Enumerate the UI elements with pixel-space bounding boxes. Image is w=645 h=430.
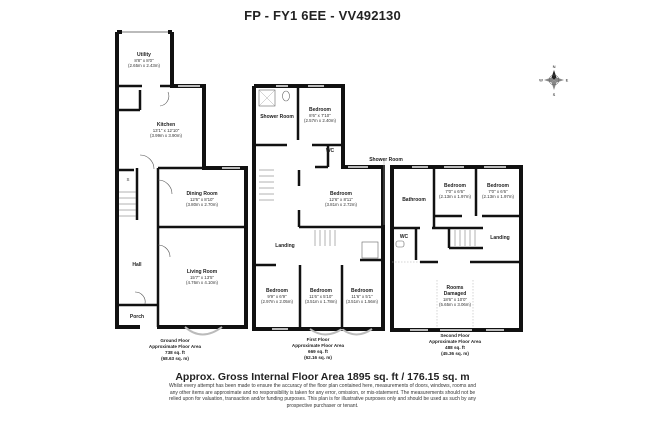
shower-icon	[361, 241, 379, 259]
room-dim: 7'0" x 6'6"	[488, 189, 508, 194]
compass-e: E	[566, 78, 569, 83]
floor-area-sqm: (45.36 sq. m)	[441, 351, 469, 356]
floor-label: First Floor	[307, 337, 330, 342]
room-dim: (2.13m x 1.97m)	[482, 194, 515, 199]
room-dim: 8'8" x 8'0"	[134, 58, 154, 63]
room-label-bedroom: Bedroom	[444, 183, 467, 189]
page-title: FP - FY1 6EE - VV492130	[244, 8, 401, 23]
room-dim: (2.13m x 1.97m)	[439, 194, 472, 199]
room-dim: 11'6" x 5'1"	[351, 294, 373, 299]
room-label-rooms-damaged: Rooms	[447, 285, 464, 291]
compass-n: N	[553, 64, 556, 69]
room-label-bedroom: Bedroom	[330, 191, 353, 197]
room-dim: (2.97m x 2.05m)	[261, 299, 294, 304]
room-label-bedroom: Bedroom	[310, 288, 333, 294]
room-label-bedroom: Bedroom	[309, 107, 332, 113]
room-dim: 7'0" x 6'6"	[445, 189, 465, 194]
total-floor-area: Approx. Gross Internal Floor Area 1895 s…	[175, 371, 470, 383]
room-label-hall: Hall	[132, 262, 142, 268]
floor-area-sqft: 488 sq. ft	[445, 345, 465, 350]
room-dim: (3.81m x 2.72m)	[325, 202, 358, 207]
room-label-wc: WC	[326, 148, 335, 154]
room-label-bedroom: Bedroom	[351, 288, 374, 294]
first-outer-wall	[252, 84, 385, 331]
floor-area-label: Approximate Floor Area	[429, 339, 482, 344]
floor-area-sqft: 669 sq. ft	[308, 349, 328, 354]
room-dim: (3.99m x 3.90m)	[150, 133, 183, 138]
room-label-utility: Utility	[137, 52, 151, 58]
room-dim: (3.51m x 1.56m)	[346, 299, 379, 304]
room-dim: 11'6" x 5'10"	[309, 294, 333, 299]
stairs-icon	[454, 230, 476, 246]
room-dim: 8'6" x 7'10"	[309, 113, 331, 118]
toilet-icon	[395, 240, 405, 248]
room-label-bathroom: Bathroom	[402, 197, 426, 203]
room-label-kitchen: Kitchen	[157, 122, 175, 128]
room-label-landing: Landing	[275, 243, 294, 249]
compass-s: S	[553, 92, 556, 97]
compass-icon: N S E W	[539, 64, 569, 97]
room-dim: 18'6" x 10'0"	[443, 297, 468, 302]
room-dim: (2.65m x 2.43m)	[128, 63, 161, 68]
ground-outer-wall-left	[115, 32, 140, 329]
room-label-shower-room-callout: Shower Room	[369, 157, 403, 163]
room-dim: (3.51m x 1.78m)	[305, 299, 338, 304]
room-label-porch: Porch	[130, 314, 144, 320]
shower-icon	[258, 89, 276, 107]
room-label-bedroom: Bedroom	[266, 288, 289, 294]
ground-floor-plan: Utility 8'8" x 8'0" (2.65m x 2.43m) Kitc…	[115, 30, 248, 361]
stairs-icon	[259, 169, 336, 246]
room-label-landing: Landing	[490, 235, 509, 241]
room-label-bedroom: Bedroom	[487, 183, 510, 189]
floor-label: Ground Floor	[160, 338, 190, 343]
floor-area-label: Approximate Floor Area	[292, 343, 345, 348]
floor-area-sqft: 738 sq. ft	[165, 350, 185, 355]
floor-area-sqm: (68.63 sq. m)	[161, 356, 189, 361]
room-label-store: S	[127, 177, 130, 182]
floor-area-label: Approximate Floor Area	[149, 344, 202, 349]
disclaimer: Whilst every attempt has been made to en…	[168, 383, 477, 410]
compass-w: W	[539, 78, 543, 83]
floor-label: Second Floor	[440, 333, 470, 338]
room-label-living-room: Living Room	[187, 269, 218, 275]
room-dim: (3.80m x 2.70m)	[186, 202, 219, 207]
room-dim: 12'6" x 8'11"	[329, 197, 353, 202]
room-dim: 15'7" x 13'5"	[190, 275, 215, 280]
toilet-icon	[282, 90, 290, 102]
floor-area-sqm: (62.16 sq. m)	[304, 355, 332, 360]
room-dim: 13'1" x 12'10"	[153, 128, 180, 133]
stairs-icon	[119, 191, 136, 217]
room-dim: (4.76m x 4.10m)	[186, 280, 219, 285]
bay-window	[184, 326, 223, 336]
room-label-shower-room: Shower Room	[260, 114, 294, 120]
room-label-dining-room: Dining Room	[186, 191, 218, 197]
room-dim: 12'6" x 8'10"	[190, 197, 215, 202]
first-floor-plan: Shower Room Bedroom 8'6" x 7'10" (2.57m …	[252, 84, 403, 360]
room-dim: 9'9" x 6'9"	[267, 294, 287, 299]
room-label-wc: WC	[400, 234, 409, 240]
room-dim: (5.65m x 3.06m)	[439, 302, 472, 307]
second-floor-plan: Bathroom Bedroom 7'0" x 6'6" (2.13m x 1.…	[390, 165, 523, 356]
room-dim: (2.57m x 2.40m)	[304, 118, 337, 123]
room-label-rooms-damaged: Damaged	[444, 291, 467, 297]
